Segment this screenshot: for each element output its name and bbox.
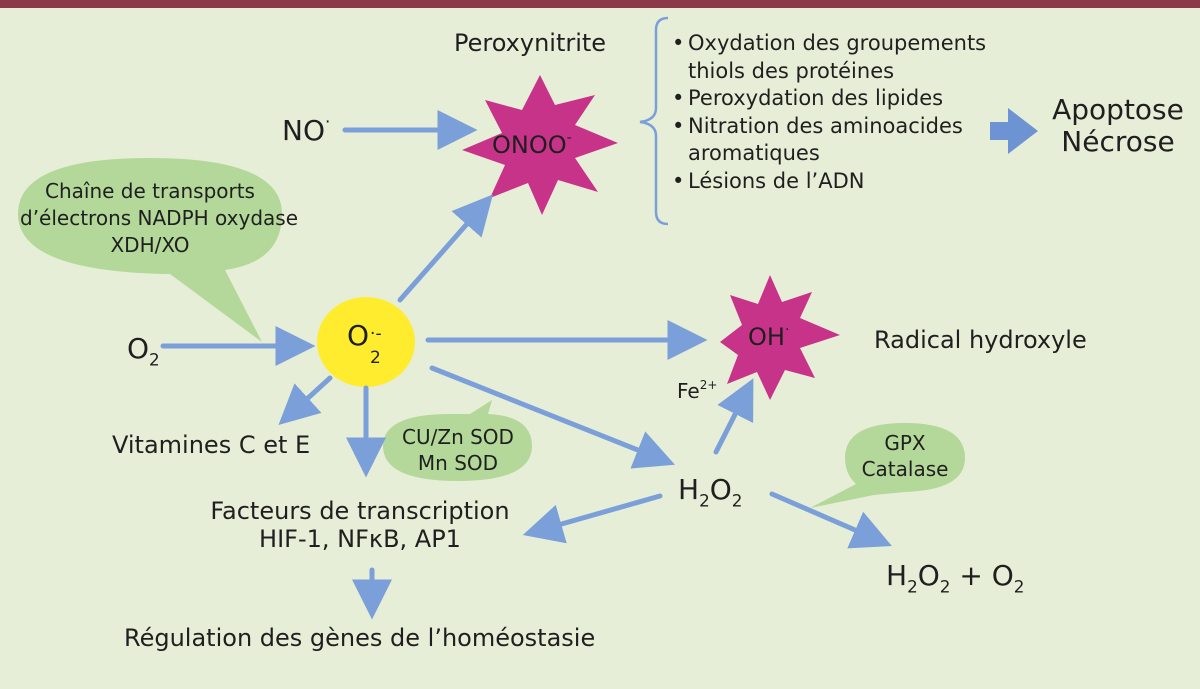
radical-hydroxyle-label: Radical hydroxyle xyxy=(874,326,1087,354)
bubble-sod xyxy=(383,400,532,481)
apoptose-label: Apoptose xyxy=(1052,93,1184,126)
h2o2-label: H2O2 xyxy=(678,473,743,511)
regulation-label: Régulation des gènes de l’homéostasie xyxy=(124,624,596,652)
peroxynitrite-label: Peroxynitrite xyxy=(454,29,607,57)
bubble-gpx xyxy=(810,423,965,508)
effect-text: Nitration des aminoacides xyxy=(688,113,963,138)
effect-text: aromatiques xyxy=(688,141,820,165)
bubble-gpx-line1: GPX xyxy=(884,431,926,455)
vitamines-label: Vitamines C et E xyxy=(112,431,311,459)
effect-item: •Peroxydation des lipides xyxy=(672,85,986,113)
apoptose-necrose-label: Apoptose Nécrose xyxy=(1048,93,1188,159)
oh-label: OH· xyxy=(748,322,790,351)
effect-bullet: • xyxy=(672,86,685,110)
effect-bullet: • xyxy=(672,31,685,55)
h2o2-o2-label: H2O2 + O2 xyxy=(886,559,1025,597)
effect-text: Oxydation des groupements xyxy=(688,31,987,55)
arrow-h2o2-to-products xyxy=(769,491,892,549)
effects-bracket xyxy=(639,16,669,226)
effect-item: •Nitration des aminoacides aromatiques xyxy=(672,113,986,168)
effect-item: •Lésions de l’ADN xyxy=(672,168,986,196)
bubble-gpx-text: GPX Catalase xyxy=(848,430,962,482)
superoxide-label: O·-2 xyxy=(347,319,382,368)
onoo-star xyxy=(462,75,618,215)
arrow-h2o2-to-facteurs xyxy=(522,493,663,544)
bubble-sod-line1: CU/Zn SOD xyxy=(402,425,514,449)
facteurs-line2: HIF-1, NFκB, AP1 xyxy=(259,524,461,553)
effects-list: •Oxydation des groupements thiols des pr… xyxy=(672,30,986,195)
bubble-sod-line2: Mn SOD xyxy=(417,451,499,475)
effect-text: Peroxydation des lipides xyxy=(688,86,944,110)
facteurs-line1: Facteurs de transcription xyxy=(210,497,510,525)
bubble-gpx-line2: Catalase xyxy=(861,457,949,481)
necrose-label: Nécrose xyxy=(1061,125,1175,159)
top-bar xyxy=(0,0,1200,8)
bubble-chaine-line3: XDH/XO xyxy=(110,233,190,257)
bubble-sod-text: CU/Zn SOD Mn SOD xyxy=(386,424,530,476)
effect-bullet: • xyxy=(672,168,685,193)
onoo-label: ONOO- xyxy=(492,130,572,159)
arrow-superoxide-to-vitamines xyxy=(278,375,333,426)
bubble-chaine-line2: d’électrons NADPH oxydase xyxy=(20,206,298,230)
fe-label: Fe2+ xyxy=(677,378,718,403)
effect-item: •Oxydation des groupements thiols des pr… xyxy=(672,30,986,85)
bubble-chaine xyxy=(18,158,282,342)
arrow-superoxide-to-onoo xyxy=(397,194,493,303)
bubble-chaine-line1: Chaîne de transports xyxy=(45,179,255,203)
effect-text: Lésions de l’ADN xyxy=(688,168,865,193)
bubble-chaine-text: Chaîne de transports d’électrons NADPH o… xyxy=(20,178,298,259)
oh-star xyxy=(720,275,840,400)
arrow-h2o2-to-oh xyxy=(713,378,754,455)
facteurs-label: Facteurs de transcription HIF-1, NFκB, A… xyxy=(198,497,522,553)
superoxide-circle xyxy=(317,297,415,387)
no-label: NO· xyxy=(282,111,331,147)
effect-text: thiols des protéines xyxy=(688,58,895,83)
o2-label: O2 xyxy=(127,332,160,370)
block-arrow-to-apoptose xyxy=(990,108,1038,154)
arrow-superoxide-to-h2o2 xyxy=(429,365,675,469)
effect-bullet: • xyxy=(672,113,685,138)
